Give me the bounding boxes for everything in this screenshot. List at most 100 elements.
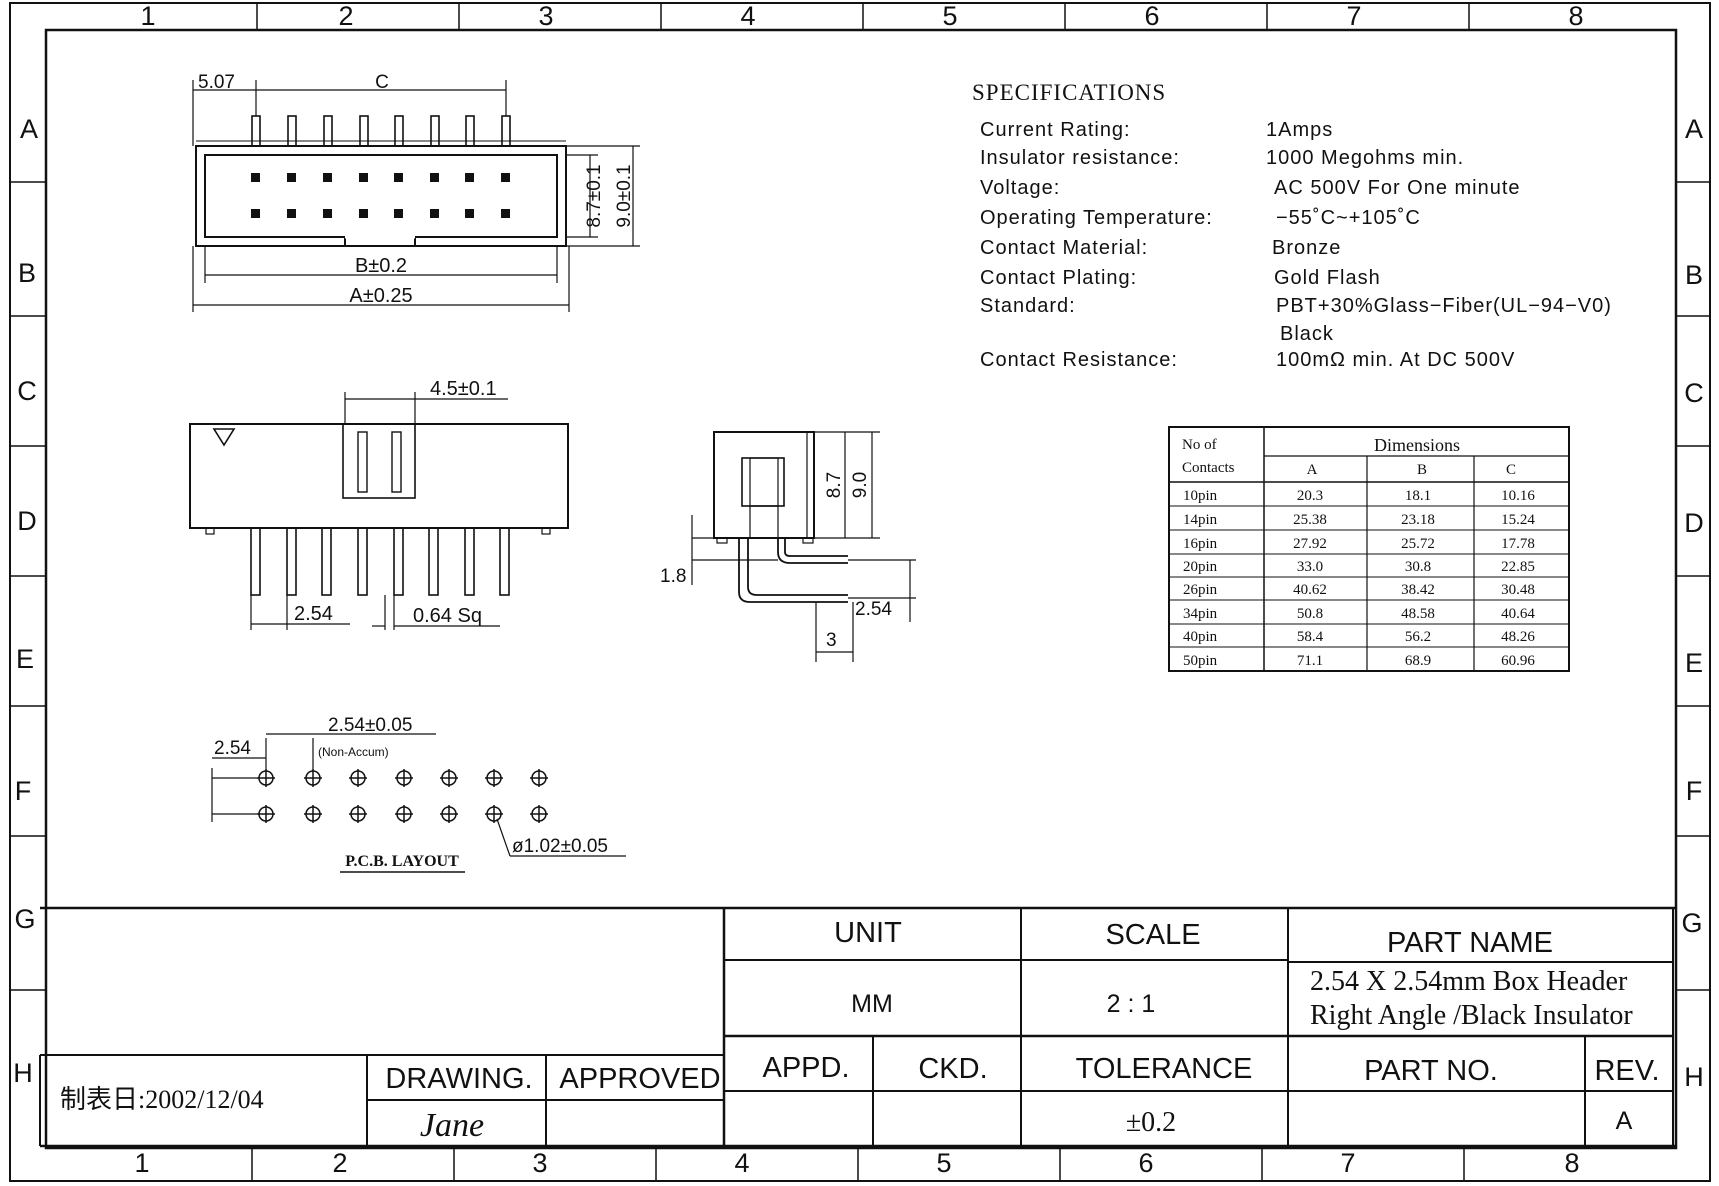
top-view xyxy=(195,115,567,247)
table-cell: 48.58 xyxy=(1401,606,1435,622)
table-cell: 68.9 xyxy=(1405,653,1431,669)
drawing-label: DRAWING. xyxy=(385,1063,532,1095)
zone-col-label: 1 xyxy=(140,1,155,31)
pcb-non-accum-note: (Non-Accum) xyxy=(318,745,389,759)
table-cell: 15.24 xyxy=(1501,512,1535,528)
table-cell: 48.26 xyxy=(1501,629,1535,645)
spec-value: Bronze xyxy=(1272,237,1341,259)
table-cell: 23.18 xyxy=(1401,512,1435,528)
table-cell: 20pin xyxy=(1183,559,1218,575)
appd-label: APPD. xyxy=(762,1052,849,1084)
spec-label: Contact Material: xyxy=(980,237,1148,259)
top-view-contacts xyxy=(251,173,510,218)
table-row: 40pin 58.4 56.2 48.26 xyxy=(1183,629,1535,645)
table-cell: 26pin xyxy=(1183,582,1218,598)
unit-label: UNIT xyxy=(834,917,902,949)
spec-value: Black xyxy=(1280,323,1334,345)
table-row: 34pin 50.8 48.58 40.64 xyxy=(1183,606,1535,622)
scale-label: SCALE xyxy=(1105,919,1200,951)
zone-col-label: 6 xyxy=(1138,1148,1153,1178)
profile-housing xyxy=(713,431,815,539)
pcb-hole-row-2 xyxy=(257,805,548,823)
table-body: 10pin 20.3 18.1 10.16 14pin 25.38 23.18 … xyxy=(1183,488,1535,669)
table-cell: 18.1 xyxy=(1405,488,1431,504)
dim-height-1-label: 8.7±0.1 xyxy=(584,164,605,227)
pcb-layout xyxy=(211,733,626,873)
table-cell: 10.16 xyxy=(1501,488,1535,504)
zone-col-label: 3 xyxy=(532,1148,547,1178)
spec-value: AC 500V For One minute xyxy=(1274,177,1521,199)
zone-col-label: 2 xyxy=(332,1148,347,1178)
spec-label: Operating Temperature: xyxy=(980,207,1213,229)
side-view-housing xyxy=(189,423,569,529)
zone-col-label: 8 xyxy=(1568,1,1583,31)
zone-row-label: E xyxy=(1685,648,1703,678)
table-cell: 50.8 xyxy=(1297,606,1323,622)
zone-row-label: C xyxy=(1684,378,1704,408)
part-name-line-2: Right Angle /Black Insulator xyxy=(1310,1000,1633,1031)
pcb-dimension-lines xyxy=(211,733,626,873)
table-cell: 58.4 xyxy=(1297,629,1324,645)
table-cell: 25.72 xyxy=(1401,536,1435,552)
title-block-text: UNIT MM SCALE 2 : 1 PART NAME 2.54 X 2.5… xyxy=(60,917,1660,1144)
dim-window-width-label: 4.5±0.1 xyxy=(430,378,497,400)
zone-row-label: H xyxy=(13,1058,33,1088)
dim-offset-label: 1.8 xyxy=(660,566,686,587)
table-cell: 20.3 xyxy=(1297,488,1323,504)
zone-row-label: B xyxy=(18,258,36,288)
dim-a-label: A±0.25 xyxy=(349,285,412,307)
dim-profile-pitch-label: 2.54 xyxy=(855,599,892,620)
dim-c-label: C xyxy=(375,72,389,93)
zone-row-label: A xyxy=(20,114,38,144)
title-block xyxy=(39,906,1676,1148)
zone-row-label: G xyxy=(1681,908,1702,938)
table-cell: 50pin xyxy=(1183,653,1218,669)
zone-col-label: 7 xyxy=(1340,1148,1355,1178)
spec-label: Current Rating: xyxy=(980,119,1131,141)
table-subheader: B xyxy=(1417,462,1427,478)
table-cell: 33.0 xyxy=(1297,559,1323,575)
dim-pin-pitch-label: 2.54 xyxy=(294,603,333,625)
zone-row-labels-left: A B C D E F G H xyxy=(13,114,38,1088)
table-row: 14pin 25.38 23.18 15.24 xyxy=(1183,512,1535,528)
specs-values: 1Amps 1000 Megohms min. AC 500V For One … xyxy=(1266,119,1611,371)
zone-col-label: 8 xyxy=(1564,1148,1579,1178)
table-cell: 30.48 xyxy=(1501,582,1535,598)
table-cell: 16pin xyxy=(1183,536,1218,552)
table-cell: 10pin xyxy=(1183,488,1218,504)
zone-row-label: G xyxy=(14,904,35,934)
dim-pitch-label: 5.07 xyxy=(198,72,235,93)
part-no-label: PART NO. xyxy=(1364,1055,1498,1087)
sheet-border xyxy=(9,2,1711,1182)
spec-label: Contact Resistance: xyxy=(980,349,1178,371)
zone-row-label: D xyxy=(1684,508,1704,538)
table-cell: 34pin xyxy=(1183,606,1218,622)
housing-inner xyxy=(204,154,558,238)
side-view xyxy=(189,423,569,596)
zone-row-label: F xyxy=(1686,776,1703,806)
top-view-dimension-lines xyxy=(192,80,640,312)
unit-value: MM xyxy=(851,990,893,1018)
zone-row-ticks xyxy=(10,181,1710,991)
dim-b-label: B±0.2 xyxy=(355,255,407,277)
table-row: 20pin 33.0 30.8 22.85 xyxy=(1183,559,1535,575)
zone-row-label: H xyxy=(1684,1062,1704,1092)
pin1-marker xyxy=(212,428,236,447)
profile-view xyxy=(713,431,848,603)
zone-column-labels-bottom: 1 2 3 4 5 6 7 8 xyxy=(134,1148,1579,1178)
zone-col-label: 1 xyxy=(134,1148,149,1178)
dim-lead-length-label: 3 xyxy=(826,630,837,651)
dim-pin-size-label: 0.64 Sq xyxy=(413,605,482,627)
table-row: 16pin 27.92 25.72 17.78 xyxy=(1183,536,1535,552)
part-name-line-1: 2.54 X 2.54mm Box Header xyxy=(1310,966,1628,997)
zone-col-label: 7 xyxy=(1346,1,1361,31)
zone-col-label: 3 xyxy=(538,1,553,31)
table-cell: 56.2 xyxy=(1405,629,1431,645)
specs-labels: Current Rating: Insulator resistance: Vo… xyxy=(980,119,1213,371)
zone-row-labels-right: A B C D E F G H xyxy=(1681,114,1703,1092)
table-cell: 40.64 xyxy=(1501,606,1535,622)
zone-col-label: 5 xyxy=(936,1148,951,1178)
specifications: SPECIFICATIONS Current Rating: Insulator… xyxy=(972,80,1611,371)
pcb-pitch-dim-label: 2.54±0.05 xyxy=(328,715,412,736)
